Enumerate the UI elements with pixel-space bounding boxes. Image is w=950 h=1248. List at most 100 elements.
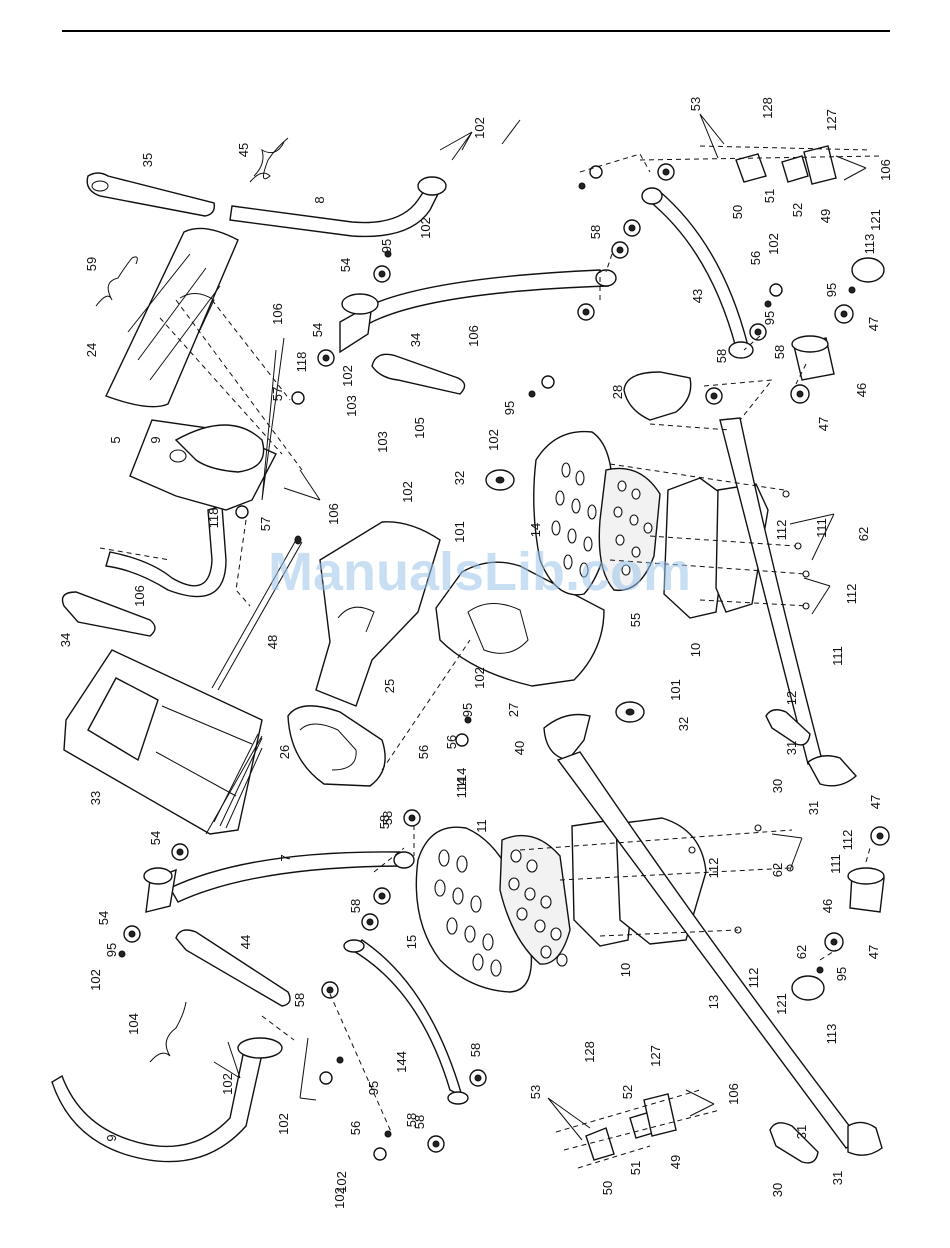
part-callout-95: 95 bbox=[834, 967, 849, 981]
part-callout-31: 31 bbox=[806, 801, 821, 815]
part-callout-32: 32 bbox=[452, 471, 467, 485]
part-callout-112: 112 bbox=[706, 858, 721, 879]
part-callout-34: 34 bbox=[58, 633, 73, 647]
part-callout-59: 59 bbox=[84, 257, 99, 271]
part-callout-51: 51 bbox=[762, 189, 777, 203]
part-callout-53: 53 bbox=[528, 1085, 543, 1099]
part-callout-111: 111 bbox=[828, 854, 843, 874]
part-callout-102: 102 bbox=[472, 117, 487, 139]
part-callout-128: 128 bbox=[760, 97, 775, 119]
part-callout-112: 112 bbox=[774, 520, 789, 541]
part-callout-114: 114 bbox=[454, 768, 469, 789]
part-callout-102: 102 bbox=[334, 1171, 349, 1193]
part-callout-57: 57 bbox=[258, 517, 273, 531]
part-callout-113: 113 bbox=[824, 1024, 839, 1045]
part-callout-48: 48 bbox=[265, 635, 280, 649]
part-callout-30: 30 bbox=[770, 779, 785, 793]
part-callout-144: 144 bbox=[394, 1051, 409, 1073]
part-callout-102: 102 bbox=[486, 429, 501, 451]
part-callout-9: 9 bbox=[148, 436, 163, 443]
part-callout-106: 106 bbox=[466, 325, 481, 347]
callout-leader-lines bbox=[213, 113, 867, 1141]
part-callout-95: 95 bbox=[762, 311, 777, 325]
part-callout-54: 54 bbox=[96, 911, 111, 925]
part-callout-58: 58 bbox=[377, 815, 392, 829]
part-callout-51: 51 bbox=[628, 1161, 643, 1175]
part-callout-40: 40 bbox=[512, 741, 527, 755]
part-callout-27: 27 bbox=[506, 703, 521, 717]
part-callout-112: 112 bbox=[746, 968, 761, 989]
part-callout-32: 32 bbox=[676, 717, 691, 731]
part-callout-49: 49 bbox=[818, 209, 833, 223]
part-callout-95: 95 bbox=[104, 943, 119, 957]
part-callout-12: 12 bbox=[784, 691, 799, 705]
part-callout-24: 24 bbox=[84, 343, 99, 357]
part-callout-47: 47 bbox=[868, 795, 883, 809]
part-callout-15: 15 bbox=[404, 935, 419, 949]
part-callout-113: 113 bbox=[862, 234, 877, 255]
part-callout-46: 46 bbox=[854, 383, 869, 397]
part-callout-54: 54 bbox=[310, 323, 325, 337]
part-callout-102: 102 bbox=[332, 1187, 347, 1209]
part-callout-118: 118 bbox=[206, 508, 221, 529]
part-callout-102: 102 bbox=[276, 1113, 291, 1135]
part-callout-62: 62 bbox=[856, 527, 871, 541]
part-callout-8: 8 bbox=[312, 196, 327, 203]
part-callout-103: 103 bbox=[344, 395, 359, 417]
part-callout-44: 44 bbox=[238, 935, 253, 949]
part-callout-112: 112 bbox=[844, 584, 859, 605]
part-callout-10: 10 bbox=[618, 963, 633, 977]
part-callout-102: 102 bbox=[766, 233, 781, 255]
part-callout-58: 58 bbox=[348, 899, 363, 913]
part-callout-102: 102 bbox=[472, 667, 487, 689]
part-callout-95: 95 bbox=[366, 1081, 381, 1095]
part-callout-62: 62 bbox=[770, 863, 785, 877]
part-callout-102: 102 bbox=[418, 217, 433, 239]
part-callout-55: 55 bbox=[628, 613, 643, 627]
part-callout-35: 35 bbox=[140, 153, 155, 167]
part-callout-101: 101 bbox=[668, 679, 683, 701]
part-callout-101: 101 bbox=[452, 521, 467, 543]
part-callout-118: 118 bbox=[294, 352, 309, 373]
part-callout-26: 26 bbox=[277, 745, 292, 759]
part-callout-30: 30 bbox=[770, 1183, 785, 1197]
part-callout-58: 58 bbox=[772, 345, 787, 359]
part-callout-102: 102 bbox=[220, 1073, 235, 1095]
part-callout-43: 43 bbox=[690, 289, 705, 303]
part-callout-33: 33 bbox=[88, 791, 103, 805]
part-callout-111: 111 bbox=[814, 518, 829, 538]
part-callout-95: 95 bbox=[460, 703, 475, 717]
part-callout-95: 95 bbox=[379, 239, 394, 253]
part-callout-25: 25 bbox=[382, 679, 397, 693]
part-callout-128: 128 bbox=[582, 1041, 597, 1063]
part-callout-106: 106 bbox=[326, 503, 341, 525]
part-callout-34: 34 bbox=[408, 333, 423, 347]
part-callout-47: 47 bbox=[816, 417, 831, 431]
part-callout-95: 95 bbox=[502, 401, 517, 415]
part-callout-49: 49 bbox=[668, 1155, 683, 1169]
part-callout-58: 58 bbox=[412, 1115, 427, 1129]
part-callout-13: 13 bbox=[706, 995, 721, 1009]
part-callout-121: 121 bbox=[774, 993, 789, 1015]
part-callout-104: 104 bbox=[126, 1013, 141, 1035]
part-callout-45: 45 bbox=[236, 143, 251, 157]
part-callout-31: 31 bbox=[830, 1171, 845, 1185]
part-callout-106: 106 bbox=[270, 303, 285, 325]
part-callout-106: 106 bbox=[132, 585, 147, 607]
part-callout-52: 52 bbox=[620, 1085, 635, 1099]
watermark: ManualsLib.com bbox=[268, 542, 691, 602]
part-callout-50: 50 bbox=[730, 205, 745, 219]
part-callout-54: 54 bbox=[148, 831, 163, 845]
part-callout-105: 105 bbox=[412, 417, 427, 439]
part-callout-56: 56 bbox=[748, 251, 763, 265]
part-callout-31: 31 bbox=[794, 1125, 809, 1139]
part-callout-102: 102 bbox=[400, 481, 415, 503]
part-callout-9: 9 bbox=[104, 1134, 119, 1141]
parts-drawing bbox=[51, 137, 885, 1164]
part-callout-106: 106 bbox=[726, 1083, 741, 1105]
part-callout-58: 58 bbox=[468, 1043, 483, 1057]
part-callout-54: 54 bbox=[338, 258, 353, 272]
assembly-guide-lines bbox=[99, 145, 881, 1169]
part-callout-52: 52 bbox=[790, 203, 805, 217]
